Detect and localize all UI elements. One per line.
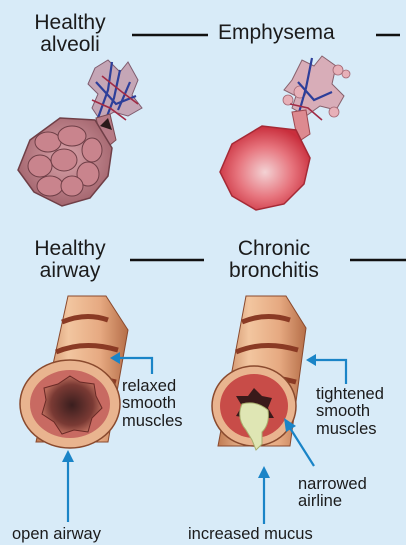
- heading-line: Healthy: [18, 12, 122, 34]
- label-increased-mucus: increased mucus: [188, 526, 313, 543]
- label-line: relaxed: [122, 378, 183, 395]
- healthy-alveoli-illustration: [18, 60, 142, 206]
- label-line: smooth: [122, 395, 183, 412]
- label-relaxed-smooth-muscles: relaxed smooth muscles: [122, 378, 183, 430]
- label-line: smooth: [316, 403, 384, 420]
- heading-healthy-alveoli: Healthy alveoli: [18, 12, 122, 56]
- heading-line: bronchitis: [206, 260, 342, 282]
- label-line: narrowed: [298, 476, 367, 493]
- label-line: muscles: [122, 413, 183, 430]
- label-tightened-smooth-muscles: tightened smooth muscles: [316, 386, 384, 438]
- label-line: airline: [298, 493, 367, 510]
- label-open-airway: open airway: [12, 526, 101, 543]
- heading-line: airway: [20, 260, 120, 282]
- healthy-airway-illustration: [20, 296, 128, 448]
- heading-line: Healthy: [20, 238, 120, 260]
- heading-chronic-bronchitis: Chronic bronchitis: [206, 238, 342, 282]
- heading-emphysema: Emphysema: [218, 22, 335, 44]
- heading-healthy-airway: Healthy airway: [20, 238, 120, 282]
- heading-line: Chronic: [206, 238, 342, 260]
- label-line: muscles: [316, 421, 384, 438]
- heading-line: alveoli: [18, 34, 122, 56]
- label-narrowed-airline: narrowed airline: [298, 476, 367, 511]
- emphysema-illustration: [220, 56, 350, 210]
- label-line: tightened: [316, 386, 384, 403]
